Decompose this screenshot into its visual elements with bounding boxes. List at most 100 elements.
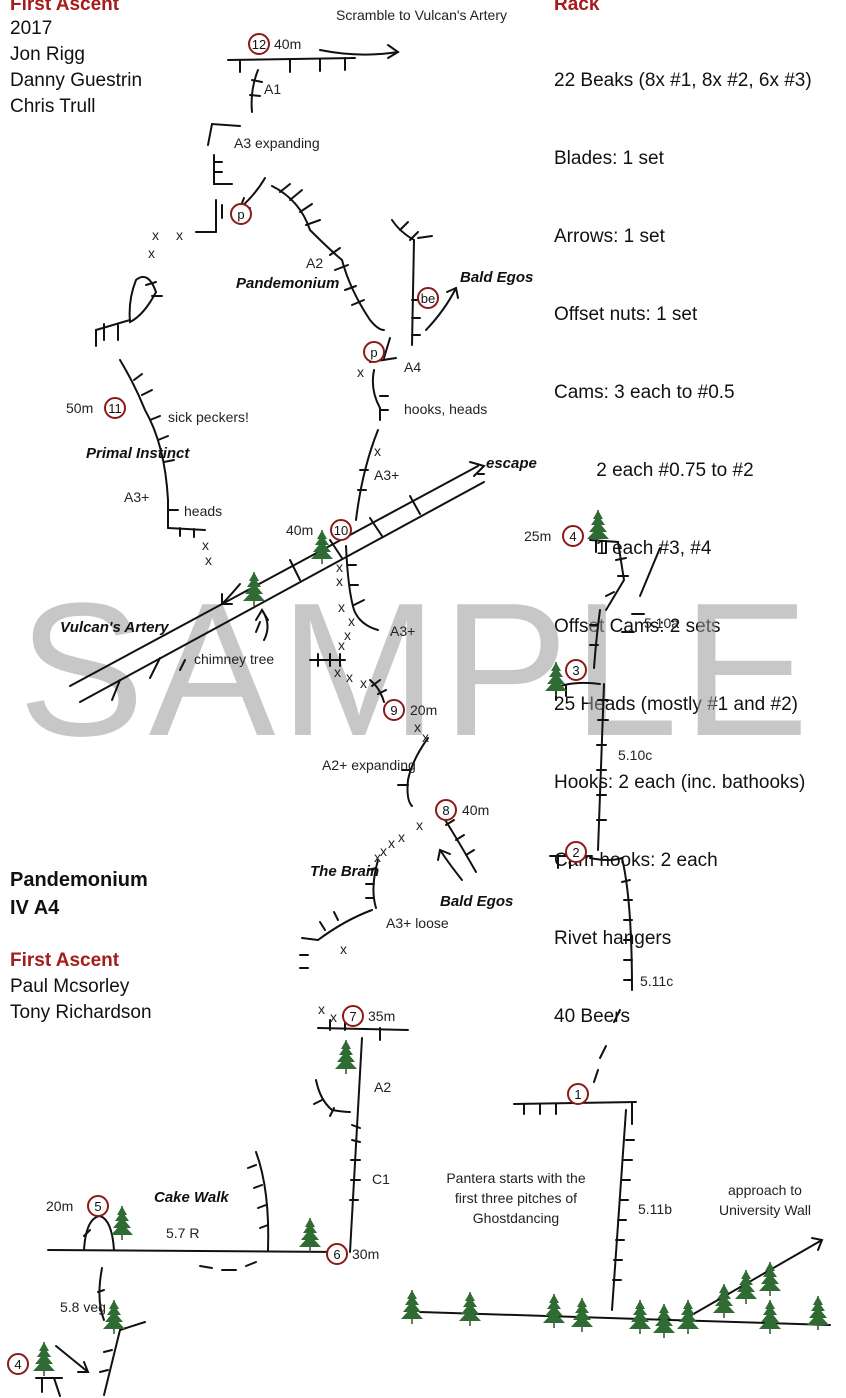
label-sick-peckers: sick peckers!: [168, 409, 249, 425]
label-pandemonium: Pandemonium: [236, 275, 339, 292]
belay-6: 6: [333, 1247, 340, 1262]
label-a3-expanding: A3 expanding: [234, 135, 320, 151]
pitch-length-4: 25m: [524, 528, 551, 544]
route-fa-header: First Ascent: [10, 950, 120, 971]
rack-line: 25 Heads (mostly #1 and #2): [554, 694, 798, 715]
label-a3plus-loose: A3+ loose: [386, 915, 449, 931]
rack-line: 2 each #0.75 to #2: [554, 460, 754, 481]
route-fa-list: Paul Mcsorley Tony Richardson: [10, 974, 152, 1026]
label-the-brain: The Brain: [310, 863, 379, 880]
svg-text:x: x: [360, 675, 367, 691]
label-5-11b: 5.11b: [638, 1201, 672, 1217]
label-5-10a: 5.10a: [644, 615, 679, 631]
fa-2017-line: 2017: [10, 18, 53, 39]
fa-2017-header: First Ascent: [10, 0, 120, 15]
belay-9: 9: [390, 703, 397, 718]
route-fa-line: Tony Richardson: [10, 1002, 152, 1023]
label-a1: A1: [264, 81, 281, 97]
label-5-8-veg: 5.8 veg: [60, 1299, 106, 1315]
rack-line: Rivet hangers: [554, 928, 672, 949]
rack-line: 40 Beers: [554, 1006, 631, 1027]
svg-text:x: x: [148, 245, 155, 261]
svg-text:x: x: [414, 719, 421, 735]
svg-text:x: x: [388, 835, 395, 851]
pitch-length-6: 30m: [352, 1246, 379, 1262]
svg-text:x: x: [152, 227, 159, 243]
belay-11: 11: [108, 401, 122, 416]
svg-text:x: x: [336, 573, 343, 589]
svg-text:x: x: [348, 613, 355, 629]
pitch-length-11: 50m: [66, 400, 93, 416]
fa-2017-line: Danny Guestrin: [10, 70, 143, 91]
label-bald-egos-top: Bald Egos: [460, 269, 533, 286]
route-name: Pandemonium: [10, 869, 148, 891]
pendulum-point: p: [370, 345, 377, 360]
label-a2-low: A2: [374, 1079, 391, 1095]
label-heads: heads: [184, 503, 222, 519]
label-5-10c: 5.10c: [618, 747, 652, 763]
svg-text:x: x: [416, 817, 423, 833]
label-chimney-tree: chimney tree: [194, 651, 274, 667]
belay-12: 12: [252, 37, 266, 52]
svg-text:x: x: [338, 637, 345, 653]
route-fa-line: Paul Mcsorley: [10, 976, 130, 997]
belay-5: 5: [94, 1199, 101, 1214]
label-pantera-note: Pantera starts with the first three pitc…: [446, 1170, 586, 1226]
belay-7: 7: [349, 1009, 356, 1024]
fa-2017-line: Jon Rigg: [10, 44, 85, 65]
route-grade: IV A4: [10, 897, 60, 919]
label-c1: C1: [372, 1171, 390, 1187]
svg-text:x: x: [176, 227, 183, 243]
svg-text:x: x: [374, 443, 381, 459]
belay-4: 4: [569, 529, 576, 544]
pendulum-point: p: [237, 207, 244, 222]
pitch-length-8: 40m: [462, 802, 489, 818]
label-scramble: Scramble to Vulcan's Artery: [336, 7, 507, 23]
belay-4-bottom: 4: [14, 1357, 21, 1372]
belay-2: 2: [572, 845, 579, 860]
label-5-11c: 5.11c: [640, 973, 673, 989]
rack-line: Arrows: 1 set: [554, 226, 665, 247]
pitch-length-7: 35m: [368, 1008, 395, 1024]
rack-header: Rack: [554, 0, 600, 15]
svg-text:x: x: [336, 559, 343, 575]
svg-text:x: x: [202, 537, 209, 553]
rack-line: Cams: 3 each to #0.5: [554, 382, 735, 403]
fa-2017-list: 2017 Jon Rigg Danny Guestrin Chris Trull: [10, 16, 142, 120]
svg-text:x: x: [334, 664, 341, 680]
rack-list: 22 Beaks (8x #1, 8x #2, 6x #3) Blades: 1…: [554, 16, 812, 1056]
label-vulcans-artery: Vulcan's Artery: [60, 619, 169, 636]
label-approach: approach to University Wall: [718, 1182, 812, 1218]
rack-line: Blades: 1 set: [554, 148, 664, 169]
fa-2017-line: Chris Trull: [10, 96, 96, 117]
belay-8: 8: [442, 803, 449, 818]
label-escape: escape: [486, 455, 537, 472]
rack-line: 22 Beaks (8x #1, 8x #2, 6x #3): [554, 70, 812, 91]
label-a4: A4: [404, 359, 421, 375]
label-a3plus-lower: A3+: [390, 623, 415, 639]
belay-10: 10: [334, 523, 348, 538]
svg-text:x: x: [398, 829, 405, 845]
pitch-length-5: 20m: [46, 1198, 73, 1214]
pitch-length-10: 40m: [286, 522, 313, 538]
label-bald-egos-mid: Bald Egos: [440, 893, 513, 910]
svg-text:x: x: [380, 843, 387, 859]
label-a3plus-left: A3+: [124, 489, 149, 505]
label-a3plus-center: A3+: [374, 467, 399, 483]
bald-egos-belay: be: [421, 291, 435, 306]
svg-text:x: x: [340, 941, 347, 957]
pitch-length-12: 40m: [274, 36, 301, 52]
rack-line: 1 each #3, #4: [554, 538, 712, 559]
label-a2-top: A2: [306, 255, 323, 271]
svg-text:x: x: [346, 669, 353, 685]
rack-line: Hooks: 2 each (inc. bathooks): [554, 772, 806, 793]
belay-1: 1: [574, 1087, 581, 1102]
watermark: SAMPLE: [18, 564, 813, 776]
svg-text:x: x: [330, 1009, 337, 1025]
svg-text:x: x: [374, 849, 381, 865]
pitch-length-9: 20m: [410, 702, 437, 718]
svg-text:x: x: [338, 599, 345, 615]
label-5-7r: 5.7 R: [166, 1225, 199, 1241]
rack-line: Offset nuts: 1 set: [554, 304, 698, 325]
